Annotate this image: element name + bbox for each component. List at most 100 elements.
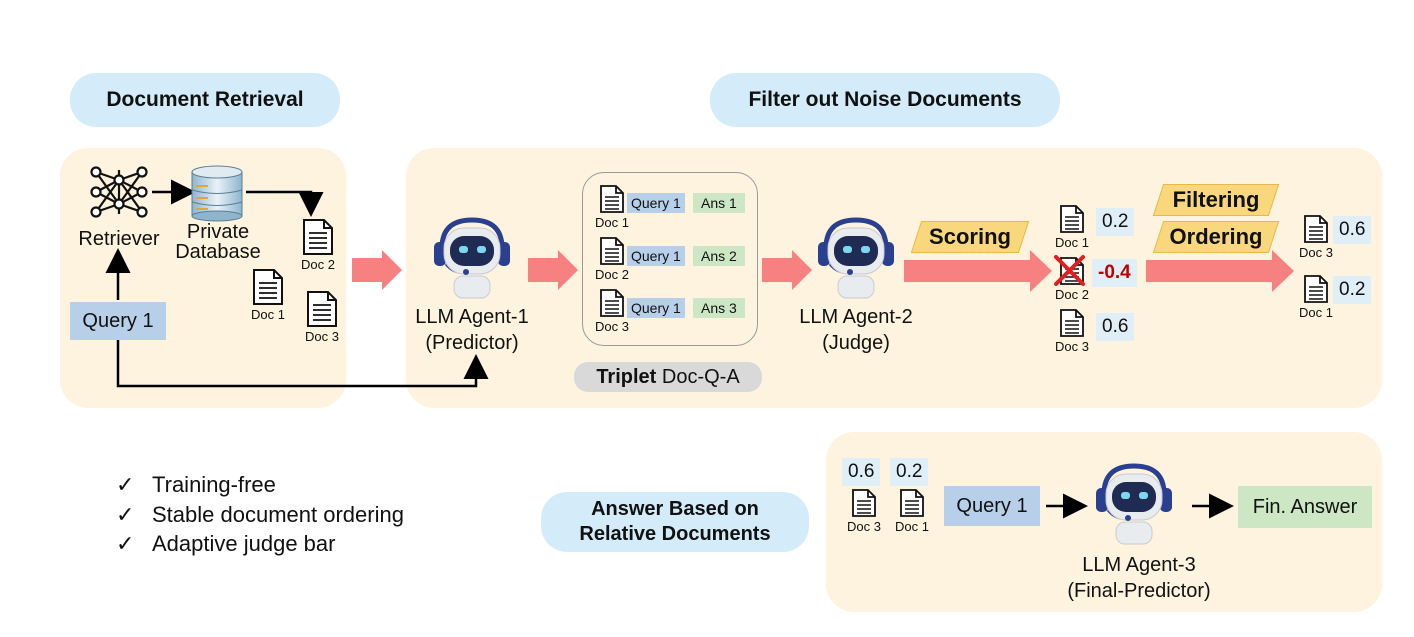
database-icon <box>191 165 243 222</box>
triplets-to-agent2-arrow <box>762 250 812 290</box>
document-retrieval-title: Document Retrieval <box>106 87 304 111</box>
retrieved-doc-3-label: Doc 3 <box>305 329 339 344</box>
check-icon: ✓ <box>116 472 135 497</box>
answer-header-line2: Relative Documents <box>579 523 771 545</box>
triplet-doc-3-label: Doc 3 <box>595 319 629 334</box>
scored-doc-3-score: 0.6 <box>1096 313 1135 341</box>
triplet-doc-2: Doc 2 <box>594 236 630 282</box>
retrieved-doc-1: Doc 1 <box>250 268 286 322</box>
ordering-step: Ordering <box>1152 221 1280 253</box>
check-icon: ✓ <box>116 531 135 556</box>
filter-order-arrow <box>1146 250 1294 292</box>
scored-doc-3: Doc 3 <box>1054 308 1090 354</box>
retrieved-doc-3: Doc 3 <box>304 290 340 344</box>
query-box: Query 1 <box>70 302 166 340</box>
query-to-agent1-arrow <box>116 340 489 388</box>
robot-icon <box>818 217 894 299</box>
filter-noise-title: Filter out Noise Documents <box>748 87 1022 111</box>
robot-icon <box>434 217 510 299</box>
final-query-label: Query 1 <box>956 494 1028 517</box>
feature-item-label: Adaptive judge bar <box>152 531 336 556</box>
ordered-doc-2: Doc 1 <box>1298 274 1334 320</box>
scoring-step-label: Scoring <box>929 224 1011 249</box>
triplet-caption-bold: Triplet <box>596 366 657 388</box>
agent3-label: LLM Agent-3 (Final-Predictor) <box>1054 552 1224 604</box>
document-icon <box>1060 309 1084 337</box>
answer-header-title: Answer Based on Relative Documents <box>579 497 770 547</box>
scored-doc-1-score: 0.2 <box>1096 208 1135 236</box>
triplet-doc-1-label: Doc 1 <box>595 215 629 230</box>
feature-item: ✓ Adaptive judge bar <box>116 531 335 557</box>
scoring-step: Scoring <box>910 221 1030 253</box>
feature-item: ✓ Stable document ordering <box>116 502 404 528</box>
triplet-caption: Triplet Doc-Q-A <box>574 362 762 392</box>
final-doc-2: Doc 1 <box>894 488 930 534</box>
db-to-docs-arrow <box>246 190 324 217</box>
document-icon <box>1304 215 1328 243</box>
document-icon <box>307 291 337 327</box>
database-label: Private Database <box>166 222 270 262</box>
triplet-query-1: Query 1 <box>627 193 685 213</box>
ordered-doc-2-score: 0.2 <box>1333 276 1372 304</box>
ordered-doc-1-label: Doc 3 <box>1299 245 1333 260</box>
triplet-answer-3: Ans 3 <box>693 298 745 318</box>
agent3-name: LLM Agent-3 <box>1082 554 1196 576</box>
agent1-label: LLM Agent-1 (Predictor) <box>402 304 542 356</box>
retrieved-doc-2: Doc 2 <box>300 218 336 272</box>
ordered-doc-1: Doc 3 <box>1298 214 1334 260</box>
filtering-step: Filtering <box>1152 184 1280 216</box>
database-label-line1: Private <box>186 221 250 243</box>
final-doc-2-label: Doc 1 <box>895 519 929 534</box>
document-icon <box>600 185 624 213</box>
triplet-answer-2: Ans 2 <box>693 246 745 266</box>
scoring-arrow <box>904 250 1052 292</box>
agent1-name: LLM Agent-1 <box>415 306 529 328</box>
retrieved-doc-1-label: Doc 1 <box>251 307 285 322</box>
answer-header: Answer Based on Relative Documents <box>541 492 809 552</box>
feature-item-label: Training-free <box>152 472 276 497</box>
feature-item-label: Stable document ordering <box>152 502 404 527</box>
triplet-query-3: Query 1 <box>627 298 685 318</box>
document-icon <box>1060 205 1084 233</box>
agent2-label: LLM Agent-2 (Judge) <box>786 304 926 356</box>
ordering-step-label: Ordering <box>1169 224 1263 249</box>
triplet-doc-1: Doc 1 <box>594 184 630 230</box>
final-answer-box: Fin. Answer <box>1238 486 1372 528</box>
agent1-role: (Predictor) <box>425 332 519 354</box>
retriever-label: Retriever <box>78 228 160 250</box>
retrieval-to-agent1-arrow <box>352 250 402 290</box>
query-box-label: Query 1 <box>82 309 154 332</box>
scored-doc-2-score: -0.4 <box>1092 259 1137 287</box>
final-answer-label: Fin. Answer <box>1252 495 1358 518</box>
scored-doc-2-label: Doc 2 <box>1055 287 1089 302</box>
triplet-box <box>582 172 758 346</box>
neural-network-icon <box>90 166 148 218</box>
document-icon <box>900 489 924 517</box>
triplet-caption-rest: Doc-Q-A <box>661 366 740 388</box>
ordered-doc-1-score: 0.6 <box>1333 216 1372 244</box>
document-icon <box>253 269 283 305</box>
triplet-doc-2-label: Doc 2 <box>595 267 629 282</box>
triplet-answer-1: Ans 1 <box>693 193 745 213</box>
document-icon <box>600 289 624 317</box>
document-retrieval-header: Document Retrieval <box>70 73 340 127</box>
filter-noise-header: Filter out Noise Documents <box>710 73 1060 127</box>
triplet-query-2: Query 1 <box>627 246 685 266</box>
agent2-role: (Judge) <box>822 332 890 354</box>
cross-icon <box>1054 255 1085 286</box>
final-query-box: Query 1 <box>944 486 1040 526</box>
robot-icon <box>1096 463 1172 545</box>
agent1-to-triplets-arrow <box>528 250 578 290</box>
database-label-line2: Database <box>175 241 261 263</box>
feature-item: ✓ Training-free <box>116 472 276 498</box>
final-doc-1-score: 0.6 <box>842 458 881 486</box>
retrieved-doc-2-label: Doc 2 <box>301 257 335 272</box>
document-icon <box>852 489 876 517</box>
final-doc-1-label: Doc 3 <box>847 519 881 534</box>
check-icon: ✓ <box>116 502 135 527</box>
final-doc-1: Doc 3 <box>846 488 882 534</box>
agent3-role: (Final-Predictor) <box>1067 580 1211 602</box>
scored-doc-1: Doc 1 <box>1054 204 1090 250</box>
agent2-name: LLM Agent-2 <box>799 306 913 328</box>
